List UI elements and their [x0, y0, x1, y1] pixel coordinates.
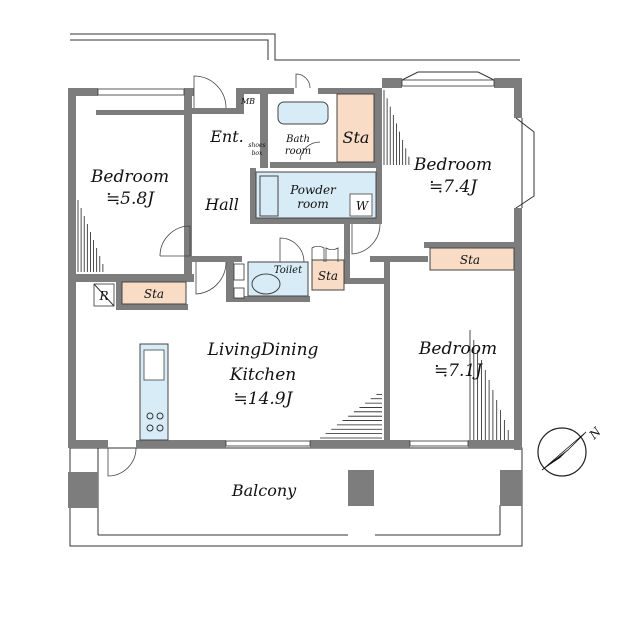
hatch-top-right-bedroom [383, 90, 410, 165]
bedroom-top-right-name: Bedroom [413, 155, 492, 175]
bath-label-line2: room [285, 146, 311, 157]
closet-hatching [77, 90, 509, 440]
ldk-size: ≒14.9J [234, 389, 294, 409]
storage-right-bedroom-label: Sta [460, 253, 480, 267]
storage-left-bedroom-label: Sta [144, 287, 164, 301]
washer-label: W [356, 199, 370, 213]
bedroom-left-name: Bedroom [90, 167, 169, 187]
shoes-box-label-line2: box [252, 150, 263, 157]
north-label: N [586, 424, 604, 442]
balcony-label: Balcony [231, 481, 297, 500]
storage-toilet-side [311, 259, 345, 291]
washer-pan [349, 193, 373, 217]
bedroom-right-size: ≒7.1J [434, 361, 483, 381]
storage-bath-side-label: Sta [343, 128, 370, 147]
meter-box-label: MB [240, 97, 255, 106]
powder-label-line1: Powder [289, 183, 337, 197]
refrigerator-label: R [98, 289, 108, 303]
hatch-ldk-closet [320, 393, 382, 439]
entrance-label: Ent. [209, 127, 244, 146]
bathtub [277, 101, 329, 125]
bedroom-top-right-size: ≒7.4J [429, 177, 478, 197]
toilet-label: Toilet [274, 265, 303, 276]
powder-label-line2: room [297, 197, 329, 211]
hall-label: Hall [204, 195, 239, 214]
walls [68, 78, 522, 508]
storage-toilet-side-label: Sta [318, 269, 338, 283]
hatch-left-bedroom [77, 200, 104, 272]
storage-right-bedroom [429, 247, 515, 271]
doors [107, 73, 381, 477]
storage-left-bedroom [121, 281, 187, 305]
vanity [259, 175, 279, 217]
storage-units [121, 93, 515, 305]
ldk-name-line2: Kitchen [229, 365, 296, 385]
windows [97, 71, 535, 447]
hatch-right-bedroom [469, 330, 509, 440]
shoes-box-label-line1: shoes [248, 142, 265, 149]
toilet-bowl [251, 273, 281, 295]
storage-bath-side [336, 93, 375, 163]
bath-label-line1: Bath [285, 134, 310, 145]
compass [537, 427, 587, 477]
ldk-name-line1: LivingDining [207, 340, 319, 360]
sink [143, 349, 165, 381]
wet-areas [93, 101, 377, 441]
bedroom-left-size: ≒5.8J [106, 189, 155, 209]
bedroom-right-name: Bedroom [418, 339, 497, 359]
